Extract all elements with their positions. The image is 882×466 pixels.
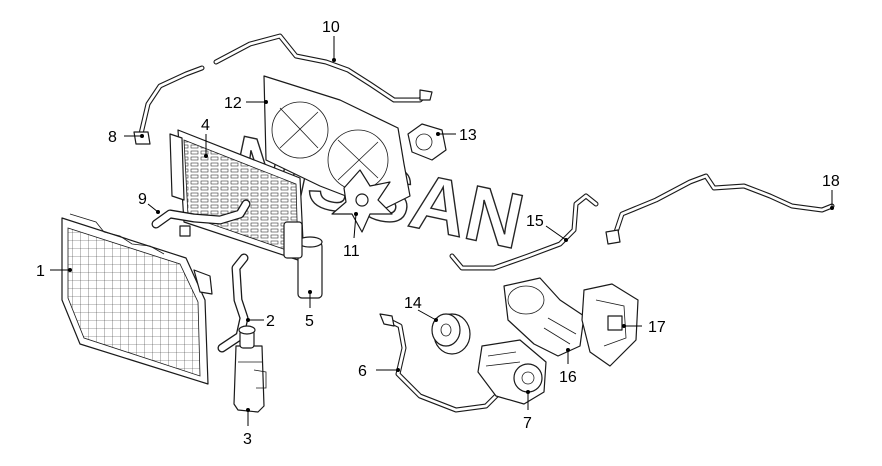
callout-9: 9 bbox=[138, 191, 147, 208]
callout-7: 7 bbox=[523, 415, 532, 432]
callout-6: 6 bbox=[358, 363, 367, 380]
callout-2: 2 bbox=[266, 313, 275, 330]
callout-4: 4 bbox=[201, 117, 210, 134]
refrigerant-pipe-6 bbox=[379, 313, 501, 413]
refrigerant-pipe-10 bbox=[213, 33, 433, 103]
evaporator-assembly bbox=[503, 277, 585, 357]
expansion-tank bbox=[233, 325, 267, 413]
callout-3: 3 bbox=[243, 431, 252, 448]
refrigerant-pipe-15 bbox=[449, 193, 599, 271]
callout-15: 15 bbox=[526, 213, 544, 230]
callout-13: 13 bbox=[459, 127, 477, 144]
compressor-clutch bbox=[431, 313, 471, 355]
refrigerant-pipe-18 bbox=[605, 173, 835, 245]
callout-14: 14 bbox=[404, 295, 422, 312]
lower-radiator-hose bbox=[217, 253, 249, 353]
fan-shroud bbox=[263, 75, 411, 211]
callout-1: 1 bbox=[36, 263, 45, 280]
condenser bbox=[169, 129, 305, 263]
callout-18: 18 bbox=[822, 173, 840, 190]
expansion-valve-housing bbox=[581, 283, 639, 367]
callout-17: 17 bbox=[648, 319, 666, 336]
callout-11: 11 bbox=[343, 243, 360, 260]
callout-5: 5 bbox=[305, 313, 314, 330]
callout-16: 16 bbox=[559, 369, 577, 386]
compressor bbox=[477, 339, 547, 405]
callout-8: 8 bbox=[108, 129, 117, 146]
radiator bbox=[61, 213, 213, 385]
leader-lines bbox=[50, 36, 834, 426]
refrigerant-pipe-8 bbox=[133, 65, 205, 145]
callout-labels: 1 2 3 4 5 6 7 8 9 10 11 12 13 14 15 16 1… bbox=[36, 19, 840, 448]
cooling-fan bbox=[331, 169, 393, 233]
upper-radiator-hose bbox=[151, 199, 251, 229]
callout-12: 12 bbox=[224, 95, 242, 112]
callout-10: 10 bbox=[322, 19, 340, 36]
